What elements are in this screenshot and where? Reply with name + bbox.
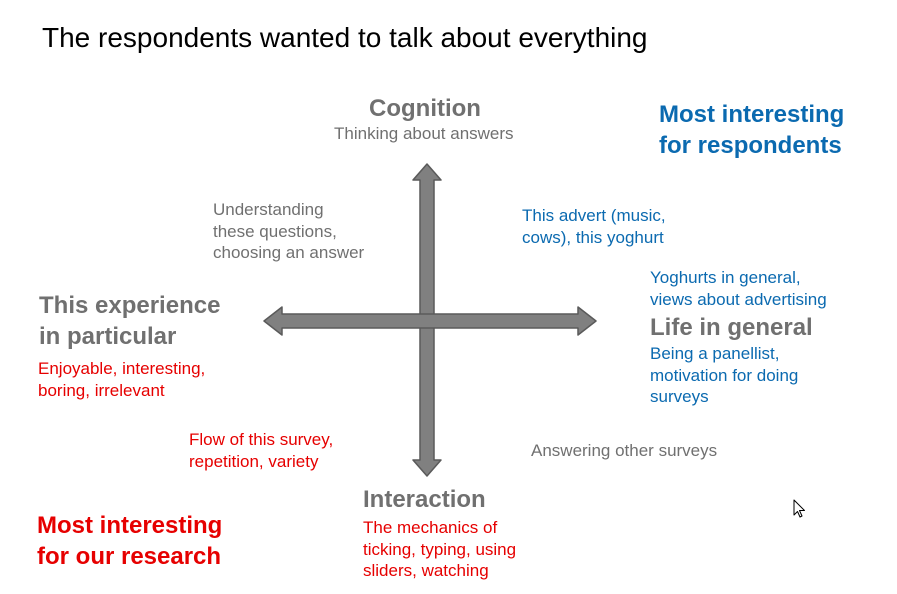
quadrant-top-left-label: Understanding these questions, choosing …	[213, 200, 365, 262]
interaction-subtitle: The mechanics of ticking, typing, using …	[363, 518, 517, 580]
quadrant-top-right-label: This advert (music, cows), this yoghurt	[522, 206, 666, 247]
quadrant-bottom-right-label: Answering other surveys	[531, 441, 718, 460]
horizontal-axis-arrow	[263, 306, 597, 336]
this-experience-heading: This experience in particular	[39, 292, 221, 350]
quadrant-bottom-left-label: Flow of this survey, repetition, variety	[189, 430, 334, 471]
life-general-subtitle: Being a panellist, motivation for doing …	[650, 344, 799, 406]
research-callout: Most interesting for our research	[37, 512, 223, 570]
page-title: The respondents wanted to talk about eve…	[42, 22, 648, 53]
interaction-heading: Interaction	[363, 486, 486, 513]
this-experience-subtitle: Enjoyable, interesting, boring, irreleva…	[38, 359, 206, 400]
mouse-pointer-icon	[793, 499, 805, 518]
life-general-heading: Life in general	[650, 314, 813, 341]
cognition-subtitle: Thinking about answers	[334, 124, 514, 143]
respondents-callout: Most interesting for respondents	[659, 101, 845, 159]
cognition-heading: Cognition	[369, 95, 481, 122]
life-general-preamble: Yoghurts in general, views about adverti…	[650, 268, 827, 309]
